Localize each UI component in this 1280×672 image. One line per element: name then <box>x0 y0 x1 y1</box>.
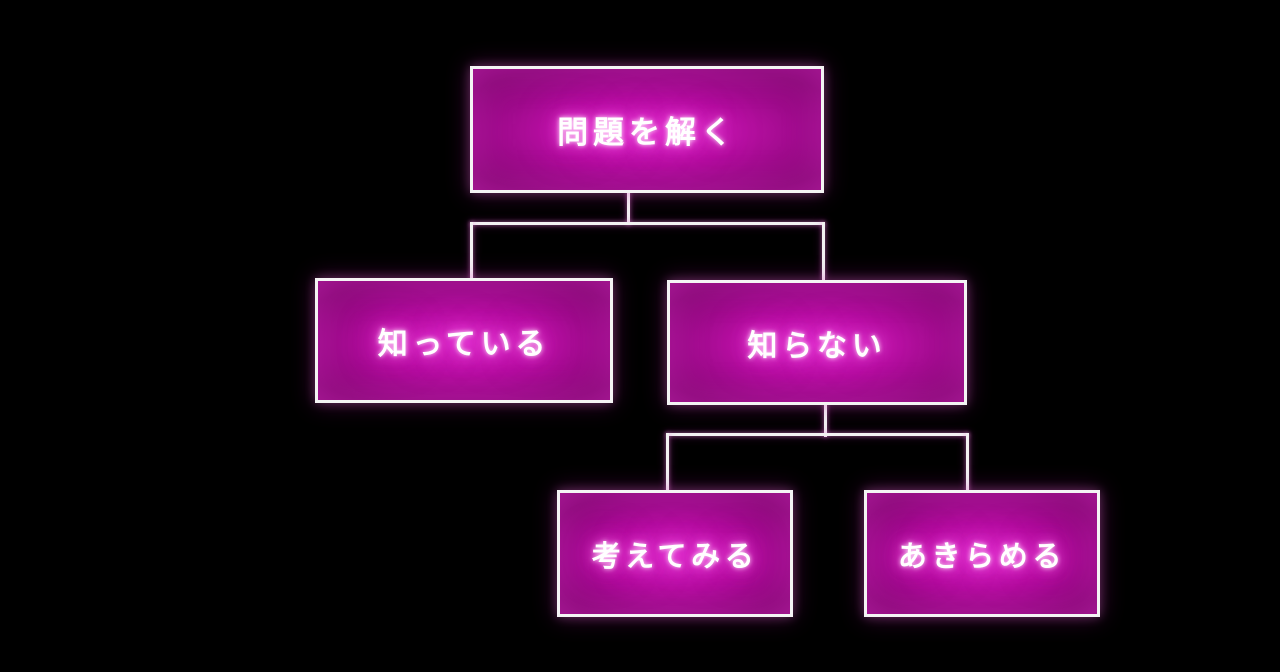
connector-unknown-stem <box>824 403 827 437</box>
node-root[interactable]: 問題を解く <box>470 66 824 193</box>
node-label-think: 考えてみる <box>591 538 759 573</box>
node-giveup[interactable]: あきらめる <box>864 490 1100 617</box>
node-unknown[interactable]: 知らない <box>667 280 967 405</box>
node-label-known: 知っている <box>377 326 551 362</box>
connector-unknown-to-think <box>666 433 669 492</box>
connector-root-to-unknown <box>822 222 825 280</box>
node-label-giveup: あきらめる <box>897 538 1067 573</box>
connector-root-bus <box>470 222 825 225</box>
node-label-root: 問題を解く <box>557 115 737 151</box>
node-known[interactable]: 知っている <box>315 278 613 403</box>
connector-unknown-bus <box>666 433 969 436</box>
connector-unknown-to-giveup <box>966 433 969 492</box>
node-label-unknown: 知らない <box>747 328 887 364</box>
connector-root-to-known <box>470 222 473 280</box>
node-think[interactable]: 考えてみる <box>557 490 793 617</box>
connector-root-stem <box>627 191 630 225</box>
